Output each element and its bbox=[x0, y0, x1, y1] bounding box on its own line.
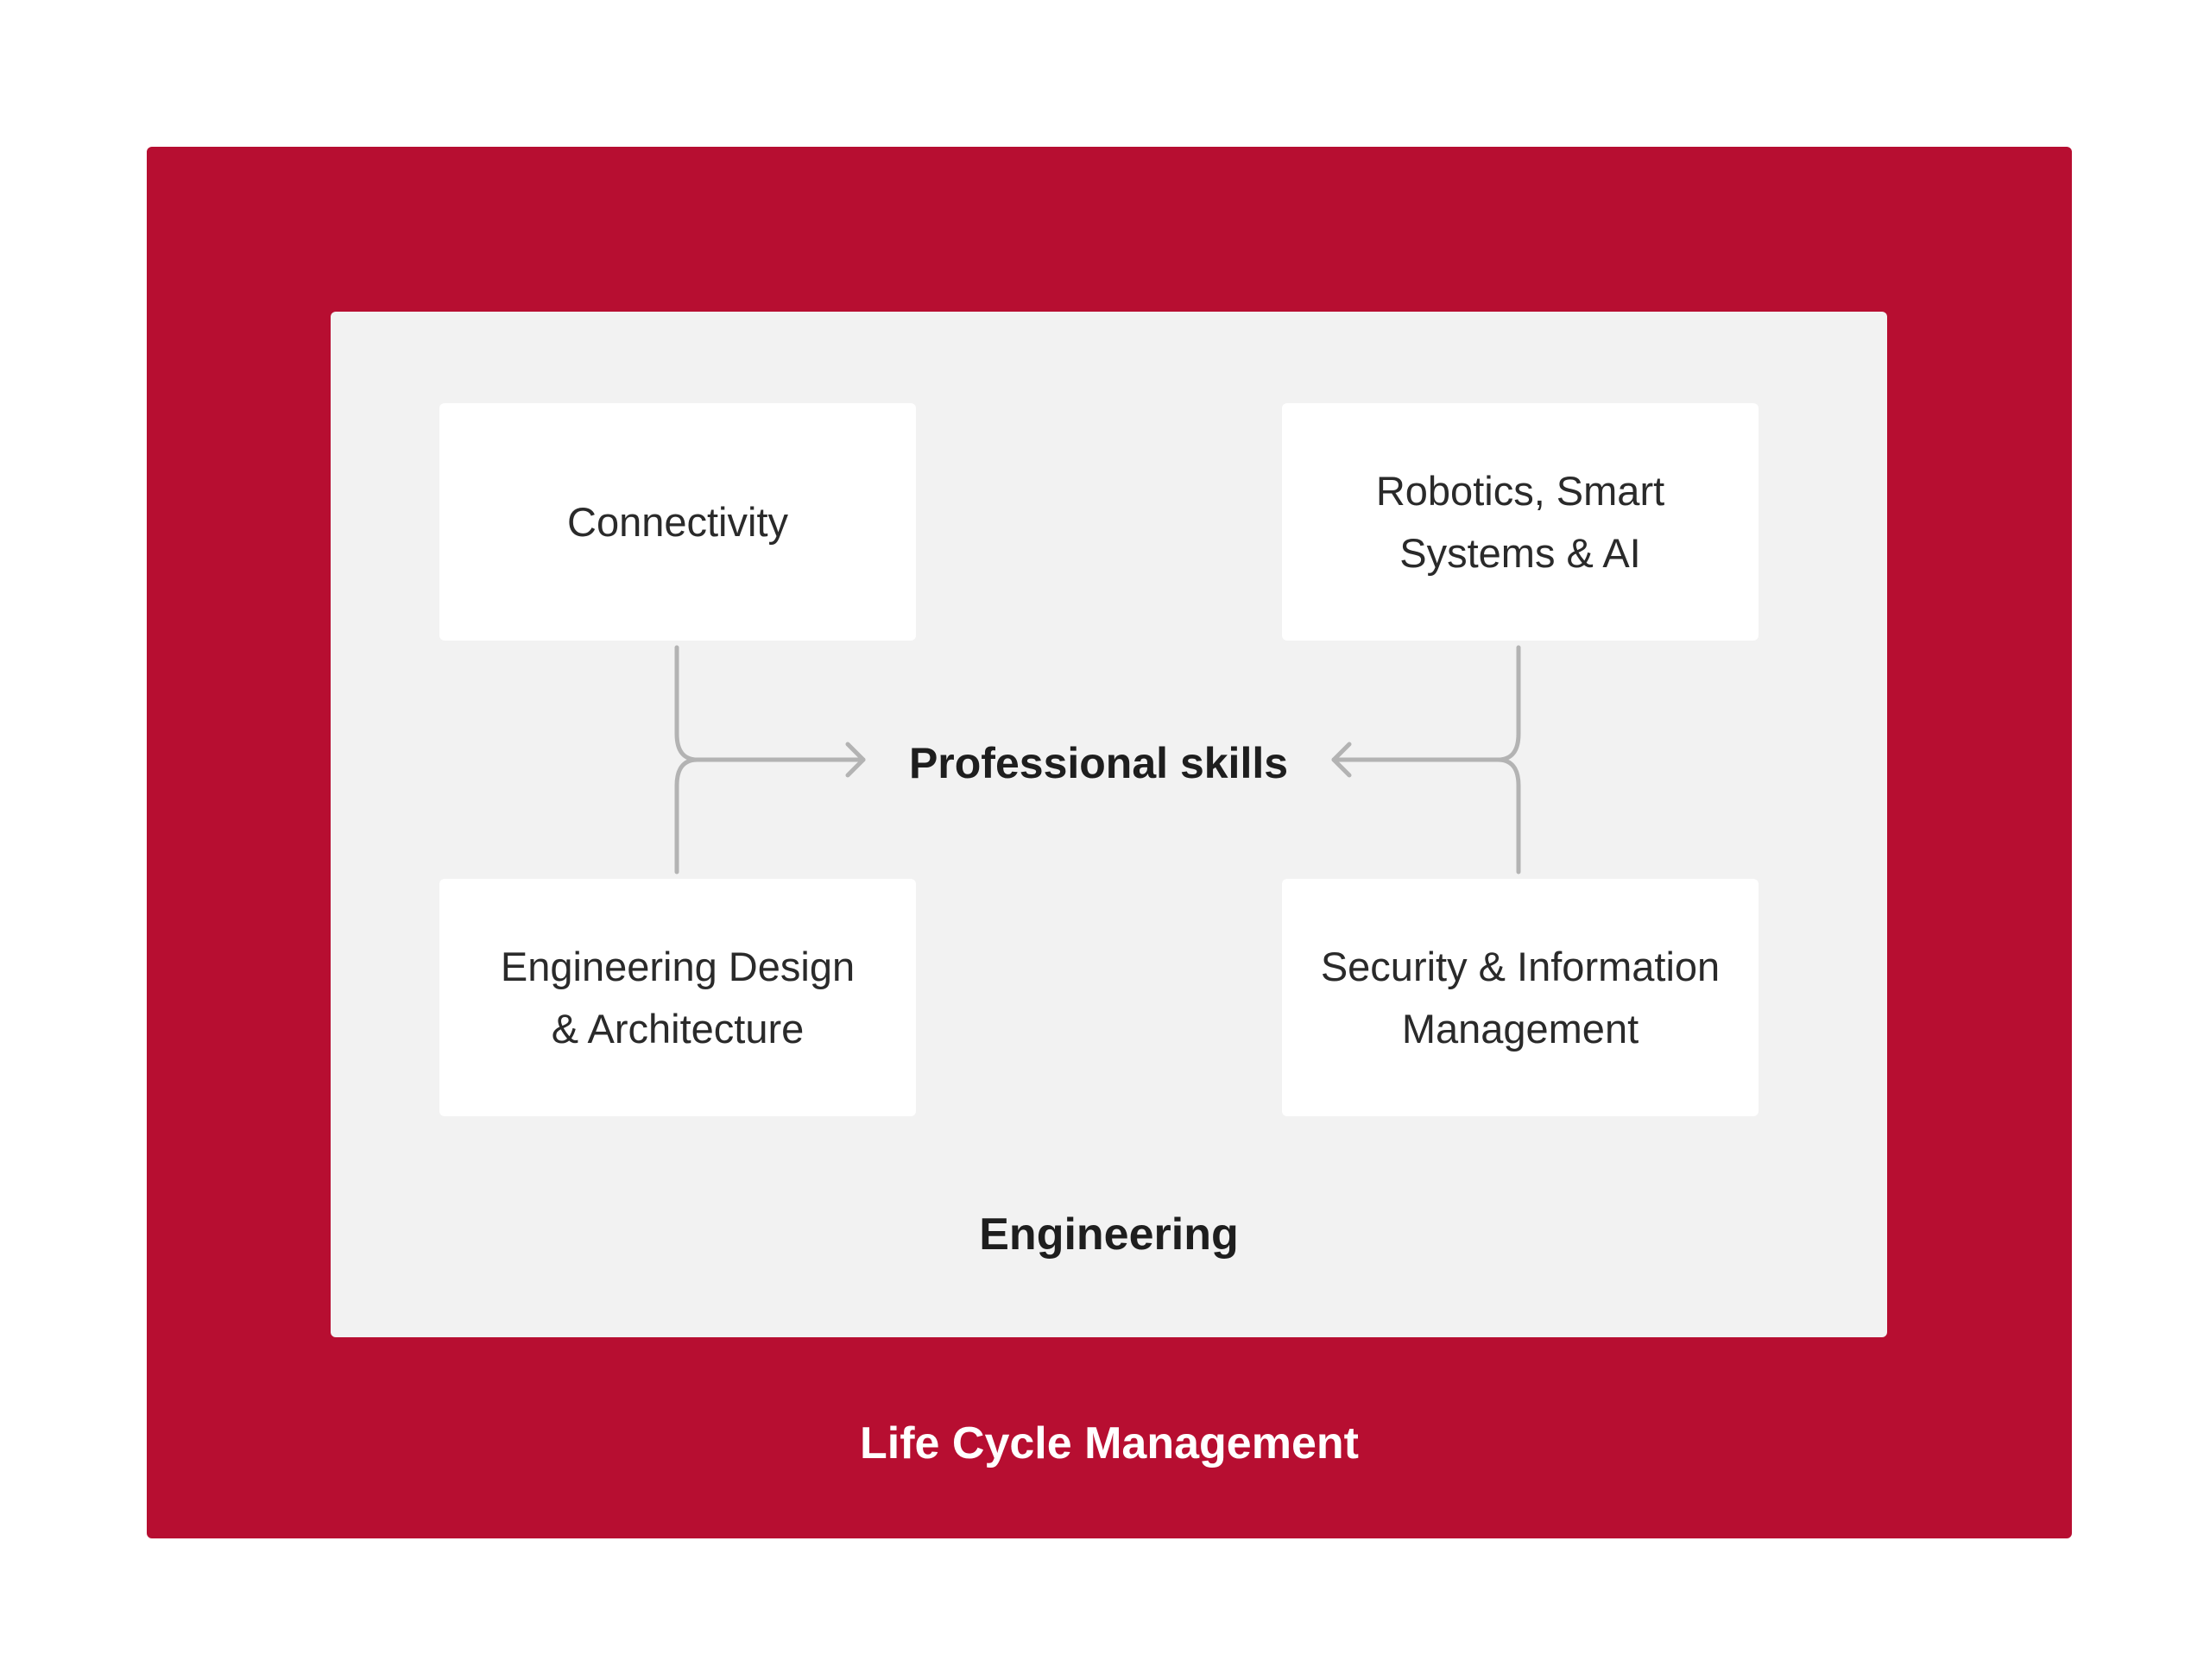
node-connectivity: Connectivity bbox=[439, 403, 916, 641]
node-security-information-management: Security & Information Management bbox=[1282, 879, 1759, 1116]
professional-skills-label: Professional skills bbox=[908, 739, 1289, 787]
node-security-label-line-1: Security & Information bbox=[1320, 943, 1721, 989]
life-cycle-management-title: Life Cycle Management bbox=[860, 1418, 1359, 1468]
node-robotics-smart-systems-ai: Robotics, Smart Systems & AI bbox=[1282, 403, 1759, 641]
node-robotics-label-line-1: Robotics, Smart bbox=[1375, 467, 1665, 514]
node-engineering-design-label-line-1: Engineering Design bbox=[500, 943, 856, 989]
node-engineering-design-architecture: Engineering Design & Architecture bbox=[439, 879, 916, 1116]
node-security-label-line-2: Management bbox=[1401, 1005, 1639, 1052]
engineering-title: Engineering bbox=[979, 1209, 1239, 1260]
node-engineering-design-label-line-2: & Architecture bbox=[551, 1005, 805, 1052]
node-robotics-label-line-2: Systems & AI bbox=[1399, 529, 1641, 576]
node-connectivity-label: Connectivity bbox=[567, 498, 788, 545]
